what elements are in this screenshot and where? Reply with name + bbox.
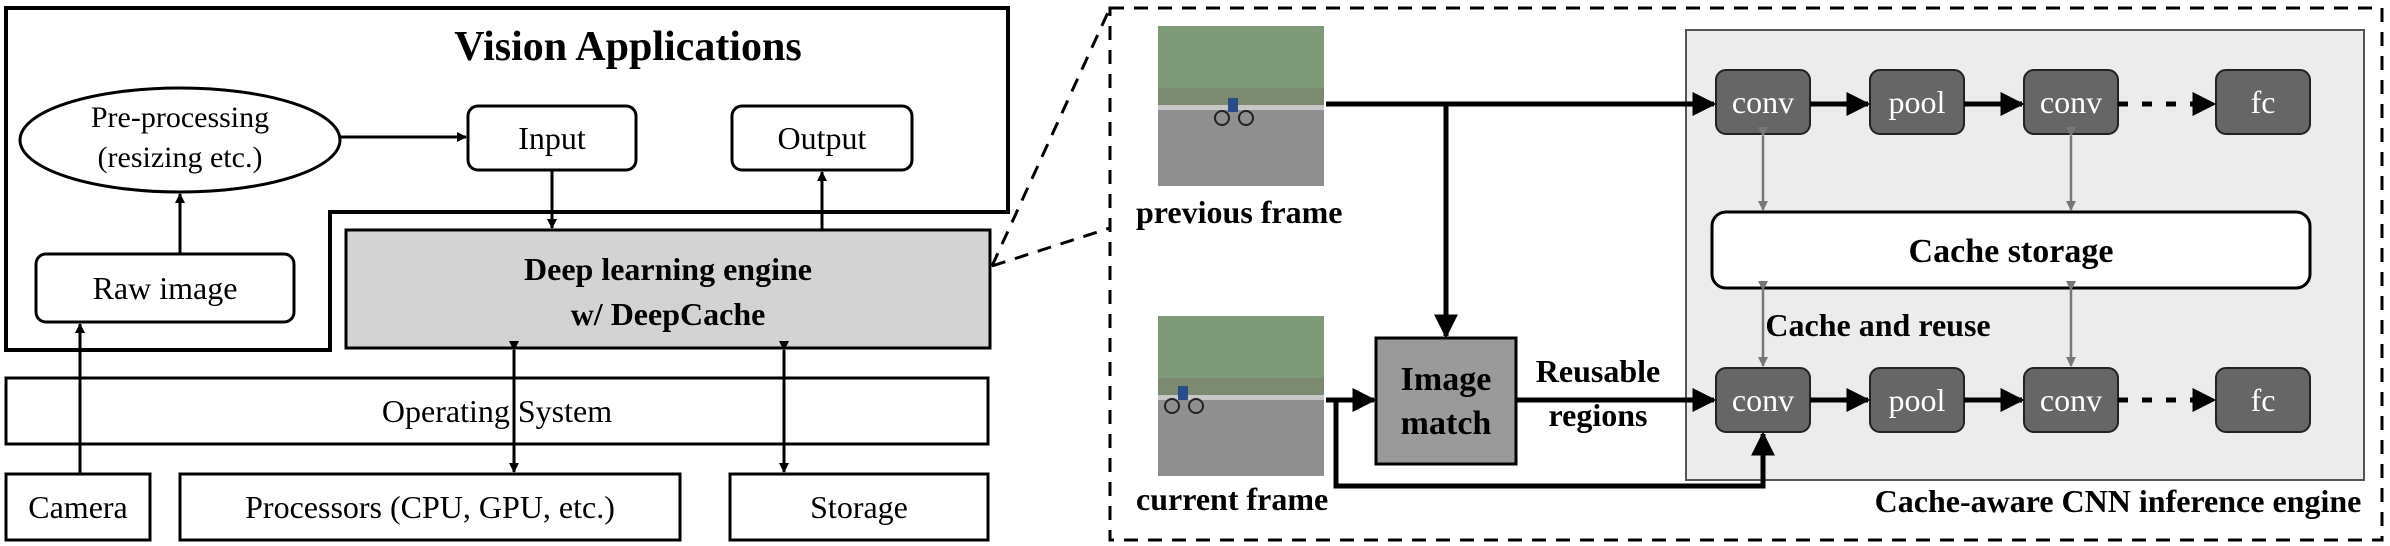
storage-node [728,472,990,542]
cache-aware-engine-label: Cache-aware CNN inference engine [1875,483,2362,519]
cache-storage-label: Cache storage [1909,233,2114,270]
vision-applications-title: Vision Applications [454,24,801,70]
top-conv-1-label: conv [1732,84,1794,120]
deep-learning-engine-label-1: Deep learning engine [524,251,812,287]
output-node [730,104,914,172]
image-match-label-2: match [1401,405,1492,442]
output-label: Output [778,120,867,156]
operating-system-label: Operating System [382,393,612,429]
deep-learning-engine-label-2: w/ DeepCache [571,296,766,332]
operating-system-node [4,376,990,446]
preprocessing-node [18,86,342,194]
raw-image-label: Raw image [93,270,238,306]
raw-image-node [34,252,296,324]
deep-learning-engine-node [344,228,992,350]
reusable-label-1: Reusable [1536,353,1660,389]
reusable-label-2: regions [1549,397,1648,433]
zoom-dashed-frame [1108,6,2384,542]
preprocessing-label-1: Pre-processing [91,101,269,134]
current-frame-label: current frame [1136,481,1328,517]
camera-label: Camera [28,489,128,525]
bottom-conv-1-label: conv [1732,382,1794,418]
previous-frame-image [1158,26,1324,186]
storage-label: Storage [810,489,908,525]
top-cnn-row: conv pool conv fc [1715,69,2311,135]
processors-label: Processors (CPU, GPU, etc.) [245,489,615,525]
cache-and-reuse-label: Cache and reuse [1765,307,1990,343]
cache-storage-node [1710,210,2312,290]
bottom-pool-label: pool [1889,382,1946,418]
camera-node [4,472,152,542]
current-frame-image [1158,316,1324,476]
top-fc-label: fc [2251,84,2276,120]
preprocessing-label-2: (resizing etc.) [98,141,263,174]
processors-node [178,472,682,542]
top-conv-2-label: conv [2040,84,2102,120]
vision-applications-container [4,6,1010,352]
image-match-node [1374,336,1518,466]
previous-frame-label: previous frame [1136,194,1342,230]
arrow-current-to-conv-bypass [1333,400,1775,489]
zoom-connector-bottom [991,226,1111,268]
bottom-conv-2-label: conv [2040,382,2102,418]
bottom-fc-label: fc [2251,382,2276,418]
input-label: Input [518,120,586,156]
image-match-label-1: Image [1401,361,1492,398]
top-pool-label: pool [1889,84,1946,120]
